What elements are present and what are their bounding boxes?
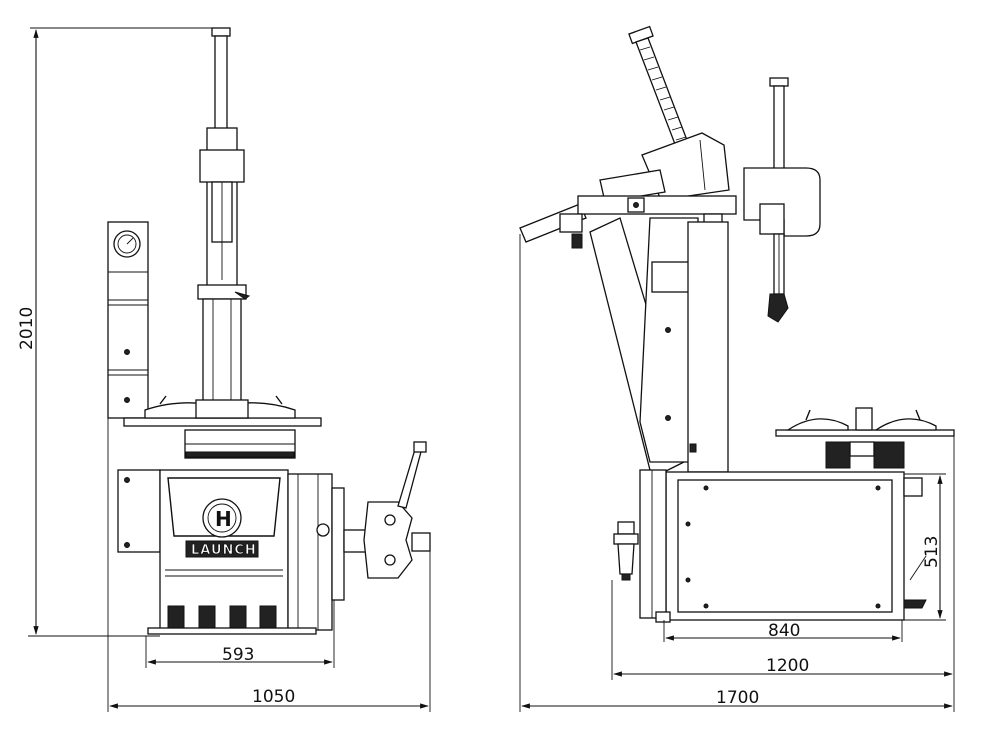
- dimension-side-513: 513: [904, 473, 946, 621]
- dimension-label-2010: 2010: [17, 307, 37, 350]
- tilt-screw: [628, 25, 691, 153]
- bead-breaker-arm: [343, 441, 431, 579]
- dimension-label-1200: 1200: [766, 656, 809, 676]
- dimension-label-840: 840: [768, 621, 800, 641]
- dimension-label-593: 593: [222, 645, 254, 665]
- dimension-label-1700: 1700: [716, 688, 759, 708]
- tilt-head: [599, 132, 730, 203]
- mount-demount-shaft: [743, 77, 821, 323]
- dimension-label-513: 513: [922, 536, 942, 568]
- gauge-column: [107, 221, 149, 419]
- dimension-side-1700: 1700: [519, 234, 953, 712]
- dimension-front-1050: 1050: [107, 418, 431, 712]
- turntable-side: [775, 407, 955, 469]
- air-filter: [613, 521, 639, 581]
- dimension-side-1200: 1200: [611, 436, 955, 712]
- vertical-column: [197, 27, 251, 408]
- front-view: 2010: [17, 27, 431, 712]
- brand-mark: H: [215, 507, 232, 531]
- cabinet-body: H LAUNCH: [117, 469, 345, 635]
- dimension-front-593: 593: [145, 600, 335, 668]
- cabinet-side: [639, 469, 927, 623]
- tower: [589, 217, 729, 479]
- turntable: [123, 395, 322, 459]
- side-view: 513 840 1200 1700: [519, 25, 955, 712]
- dimension-side-840: 840: [663, 620, 903, 642]
- brand-logo: LAUNCH: [191, 543, 257, 558]
- dimension-height-2010: 2010: [17, 27, 222, 637]
- dimension-label-1050: 1050: [252, 687, 295, 707]
